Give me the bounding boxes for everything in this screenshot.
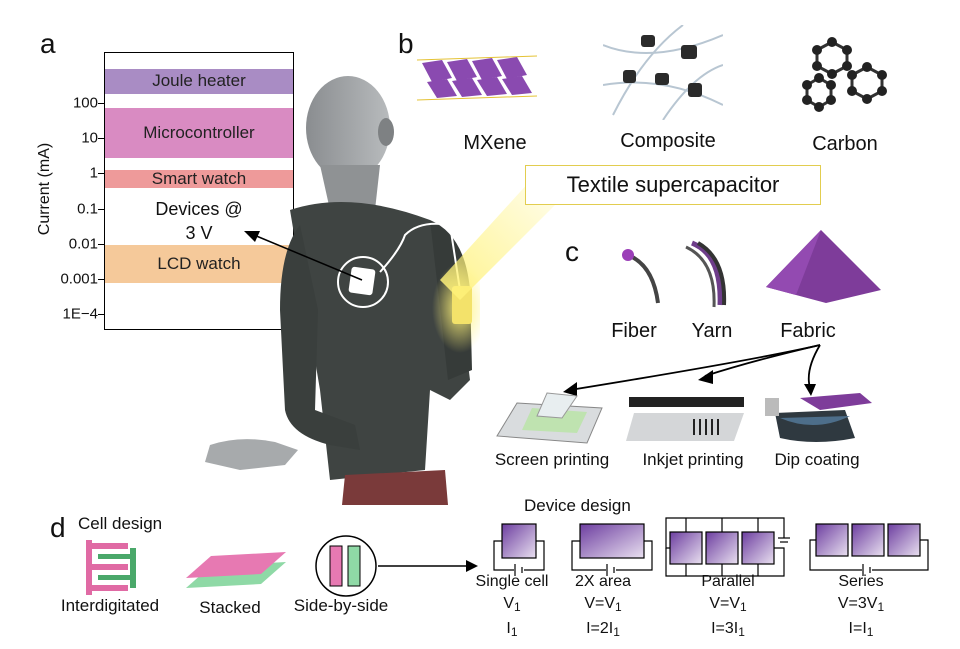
- dip-coating-icon: [765, 393, 872, 442]
- method-label-inkjet-printing: Inkjet printing: [642, 450, 744, 469]
- y-tick-label: 0.1: [77, 200, 98, 218]
- design-arrow: [378, 560, 478, 572]
- cell-type-side-by-side: Side-by-side: [293, 596, 389, 615]
- form-label-fiber: Fiber: [611, 320, 657, 342]
- devices-annotation-line1: Devices @: [155, 199, 243, 219]
- screen-printing-icon: [496, 392, 603, 444]
- y-tick-mark: [98, 314, 104, 315]
- y-tick-mark: [98, 243, 104, 245]
- panel-label-b: b: [398, 28, 414, 59]
- method-label-dip-coating: Dip coating: [774, 450, 860, 469]
- y-tick-mark: [98, 173, 104, 175]
- mxene-structure-icon: [416, 55, 538, 101]
- yarn-icon: [685, 240, 727, 308]
- y-tick-labels: 100 10 1 0.1 0.01 0.001 1E−4: [40, 52, 104, 330]
- y-tick-label: 0.001: [60, 270, 98, 288]
- y-tick-label: 100: [72, 94, 98, 112]
- y-tick-label: 0.01: [68, 235, 98, 253]
- config-name: Series: [838, 573, 884, 590]
- devices-annotation-line2: 3 V: [185, 223, 213, 243]
- panel-label-c: c: [565, 236, 579, 267]
- cell-type-interdigitated: Interdigitated: [60, 596, 160, 615]
- y-tick-label: 1: [89, 164, 98, 182]
- cell-design-title: Cell design: [78, 514, 163, 533]
- config-current: I=I1: [848, 620, 874, 639]
- y-tick-mark: [98, 103, 104, 105]
- config-name: 2X area: [574, 573, 632, 590]
- config-current: I=2I1: [586, 620, 620, 639]
- config-name: Parallel: [701, 573, 755, 590]
- textile-supercapacitor-label: Textile supercapacitor: [525, 165, 821, 205]
- config-voltage: V=3V1: [837, 595, 885, 614]
- form-label-yarn: Yarn: [691, 320, 733, 342]
- panel-label-a: a: [40, 28, 56, 59]
- config-name: Single cell: [475, 573, 549, 590]
- fabric-icon: [766, 230, 881, 303]
- method-arrows: [563, 344, 821, 396]
- y-tick-mark: [98, 208, 104, 210]
- config-current: I=3I1: [711, 620, 745, 639]
- material-label-mxene: MXene: [463, 132, 527, 154]
- y-tick-label: 1E−4: [62, 305, 98, 323]
- device-design-title: Device design: [524, 496, 631, 515]
- stacked-icon: [186, 552, 286, 588]
- y-tick-mark: [98, 278, 104, 280]
- inkjet-printing-icon: [626, 397, 744, 441]
- device-configurations-diagram: [493, 517, 929, 577]
- current-band: Smart watch: [105, 169, 293, 188]
- current-band: Microcontroller: [105, 107, 293, 158]
- interdigitated-icon: [86, 540, 136, 595]
- panel-label-d: d: [50, 512, 66, 543]
- config-voltage: V1: [503, 595, 521, 614]
- fiber-icon: [622, 249, 660, 304]
- current-band: Joule heater: [105, 69, 293, 94]
- carbon-structure-icon: [802, 37, 887, 112]
- y-tick-mark: [98, 138, 104, 140]
- device-arrow: [244, 231, 363, 281]
- config-current: I1: [506, 620, 518, 639]
- material-label-carbon: Carbon: [812, 133, 878, 155]
- cell-type-stacked: Stacked: [199, 598, 261, 617]
- composite-structure-icon: [603, 25, 723, 120]
- method-label-screen-printing: Screen printing: [494, 450, 610, 469]
- y-tick-label: 10: [81, 129, 98, 147]
- config-voltage: V=V1: [709, 595, 747, 614]
- form-label-fabric: Fabric: [780, 320, 836, 342]
- person-figure: [205, 76, 480, 505]
- config-voltage: V=V1: [584, 595, 622, 614]
- devices-annotation: Devices @ 3 V: [105, 197, 293, 245]
- side-by-side-icon: [315, 535, 377, 597]
- material-label-composite: Composite: [620, 130, 716, 152]
- current-band: LCD watch: [105, 244, 293, 284]
